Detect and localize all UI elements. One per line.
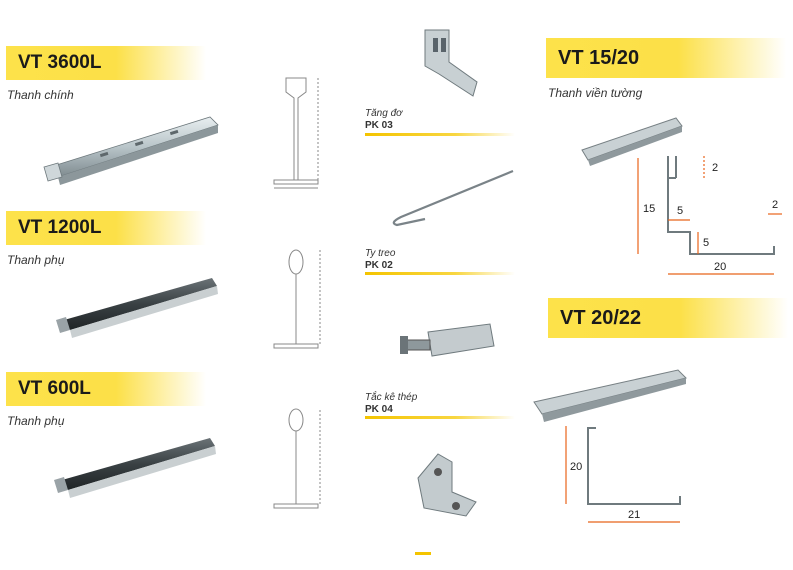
accessory-label-pk03: Tăng đơ PK 03 bbox=[365, 108, 402, 132]
accessory-code: PK 03 bbox=[365, 120, 393, 131]
dim-top-lip: 2 bbox=[712, 162, 718, 174]
product-code: VT 1200L bbox=[18, 217, 102, 238]
accessory-underline bbox=[365, 133, 515, 136]
vt2022-section-drawing: 20 21 bbox=[565, 426, 681, 523]
product-banner-vt1200l: VT 1200L bbox=[6, 211, 206, 245]
wall-angle-2022-illustration bbox=[533, 369, 687, 422]
angle-bracket-illustration bbox=[417, 453, 477, 517]
tbar-main-section bbox=[273, 77, 319, 189]
accessory-name: Tắc kê thép bbox=[365, 392, 418, 403]
hanger-rod-illustration bbox=[392, 169, 514, 227]
tbar-1200-section bbox=[273, 249, 321, 349]
accessory-label-pk02: Ty treo PK 02 bbox=[365, 248, 395, 272]
product-subtitle: Thanh phụ bbox=[7, 253, 65, 267]
accessory-underline bbox=[365, 416, 515, 419]
accessory-code: PK 04 bbox=[365, 404, 393, 415]
dim-base: 21 bbox=[628, 509, 640, 521]
tbar-cross-600-illustration bbox=[54, 438, 216, 498]
wall-angle-1520-illustration bbox=[581, 117, 683, 166]
product-code: VT 3600L bbox=[18, 52, 102, 73]
dim-height: 20 bbox=[570, 461, 582, 473]
product-subtitle: Thanh phụ bbox=[7, 414, 65, 428]
dim-height: 15 bbox=[643, 203, 655, 215]
tbar-main-illustration bbox=[43, 116, 219, 185]
accessory-name: Ty treo bbox=[365, 248, 396, 259]
profile-subtitle: Thanh viền tường bbox=[548, 86, 643, 100]
dim-right-lip: 2 bbox=[772, 199, 778, 211]
product-code: VT 600L bbox=[18, 378, 91, 399]
accessory-underline bbox=[365, 272, 515, 275]
product-subtitle: Thanh chính bbox=[7, 88, 74, 102]
vt1520-section-drawing: 2 15 5 5 2 20 bbox=[637, 156, 782, 275]
dim-step-height: 5 bbox=[703, 237, 709, 249]
profile-code: VT 20/22 bbox=[560, 307, 642, 329]
profile-banner-vt1520: VT 15/20 bbox=[546, 38, 786, 78]
profile-code: VT 15/20 bbox=[558, 47, 640, 69]
dim-step-width: 5 bbox=[677, 205, 683, 217]
accessory-label-pk04: Tắc kê thép PK 04 bbox=[365, 392, 417, 416]
anchor-bolt-illustration bbox=[400, 323, 495, 357]
tbar-cross-1200-illustration bbox=[56, 278, 218, 338]
product-banner-vt600l: VT 600L bbox=[6, 372, 206, 406]
tbar-600-section bbox=[273, 408, 321, 509]
product-banner-vt3600l: VT 3600L bbox=[6, 46, 206, 80]
profile-banner-vt2022: VT 20/22 bbox=[548, 298, 788, 338]
bracket-illustration bbox=[424, 29, 478, 97]
accessory-code: PK 02 bbox=[365, 260, 393, 271]
dim-base: 20 bbox=[714, 261, 726, 273]
bottom-yellow-dash bbox=[415, 552, 431, 555]
accessory-name: Tăng đơ bbox=[365, 108, 403, 119]
